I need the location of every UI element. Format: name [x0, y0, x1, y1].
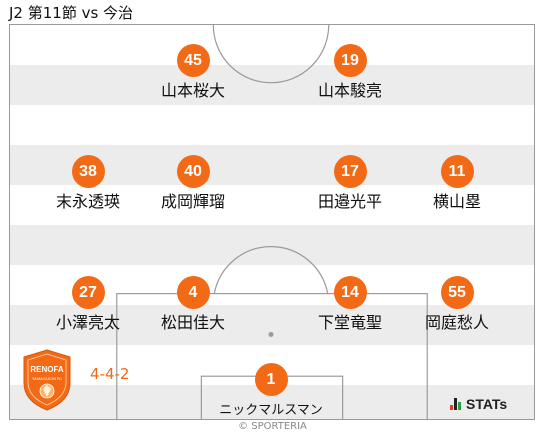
player-number-badge: 4	[176, 276, 210, 309]
player-name: ニックマルスマン	[219, 403, 323, 418]
pitch	[9, 24, 535, 420]
player-name: 成岡輝瑠	[160, 192, 225, 211]
player-df-4[interactable]: 55 岡庭愁人	[397, 276, 517, 334]
player-name: 田邉光平	[317, 192, 382, 211]
player-name: 松田佳大	[160, 313, 225, 332]
player-number-badge: 1	[254, 363, 288, 396]
player-name: 横山塁	[432, 192, 481, 211]
pitch-lines	[116, 25, 428, 419]
player-name: 岡庭愁人	[424, 313, 489, 332]
player-number-badge: 14	[333, 276, 367, 309]
formation-label: 4-4-2	[90, 365, 130, 383]
team-crest-icon: RENOFA YAMAGUCHI FC	[23, 349, 71, 411]
player-mf-4[interactable]: 11 横山塁	[397, 155, 517, 213]
player-number-badge: 17	[333, 155, 367, 188]
player-number-badge: 11	[440, 155, 474, 188]
player-name: 山本桜大	[160, 81, 225, 100]
player-name: 小澤亮太	[55, 313, 120, 332]
player-mf-1[interactable]: 38 末永透瑛	[28, 155, 148, 213]
center-circle	[212, 25, 330, 84]
crest-name: RENOFA	[30, 365, 64, 374]
penalty-spot	[268, 331, 274, 337]
page-title: J2 第11節 vs 今治	[9, 4, 134, 22]
player-df-1[interactable]: 27 小澤亮太	[28, 276, 148, 334]
player-number-badge: 45	[176, 44, 210, 77]
player-fw-left[interactable]: 45 山本桜大	[133, 44, 253, 102]
player-number-badge: 55	[440, 276, 474, 309]
player-df-2[interactable]: 4 松田佳大	[133, 276, 253, 334]
copyright-text: © SPORTERIA	[238, 421, 307, 432]
player-name: 末永透瑛	[55, 192, 120, 211]
player-gk[interactable]: 1 ニックマルスマン	[211, 363, 331, 422]
player-number-badge: 38	[71, 155, 105, 188]
stats-logo: STATs	[450, 396, 507, 412]
penalty-arc	[213, 246, 329, 294]
penalty-box	[116, 293, 428, 419]
player-name: 山本駿亮	[317, 81, 382, 100]
pitch-stripe	[10, 65, 534, 105]
player-mf-2[interactable]: 40 成岡輝瑠	[133, 155, 253, 213]
stats-bars-icon	[450, 398, 461, 410]
player-number-badge: 40	[176, 155, 210, 188]
player-number-badge: 19	[333, 44, 367, 77]
pitch-stripe	[10, 305, 534, 345]
stats-logo-text: STATs	[466, 396, 508, 412]
player-fw-right[interactable]: 19 山本駿亮	[290, 44, 410, 102]
player-mf-3[interactable]: 17 田邉光平	[290, 155, 410, 213]
player-df-3[interactable]: 14 下堂竜聖	[290, 276, 410, 334]
player-name: 下堂竜聖	[317, 313, 382, 332]
pitch-stripe	[10, 225, 534, 265]
crest-subtitle: YAMAGUCHI FC	[32, 376, 62, 381]
player-number-badge: 27	[71, 276, 105, 309]
